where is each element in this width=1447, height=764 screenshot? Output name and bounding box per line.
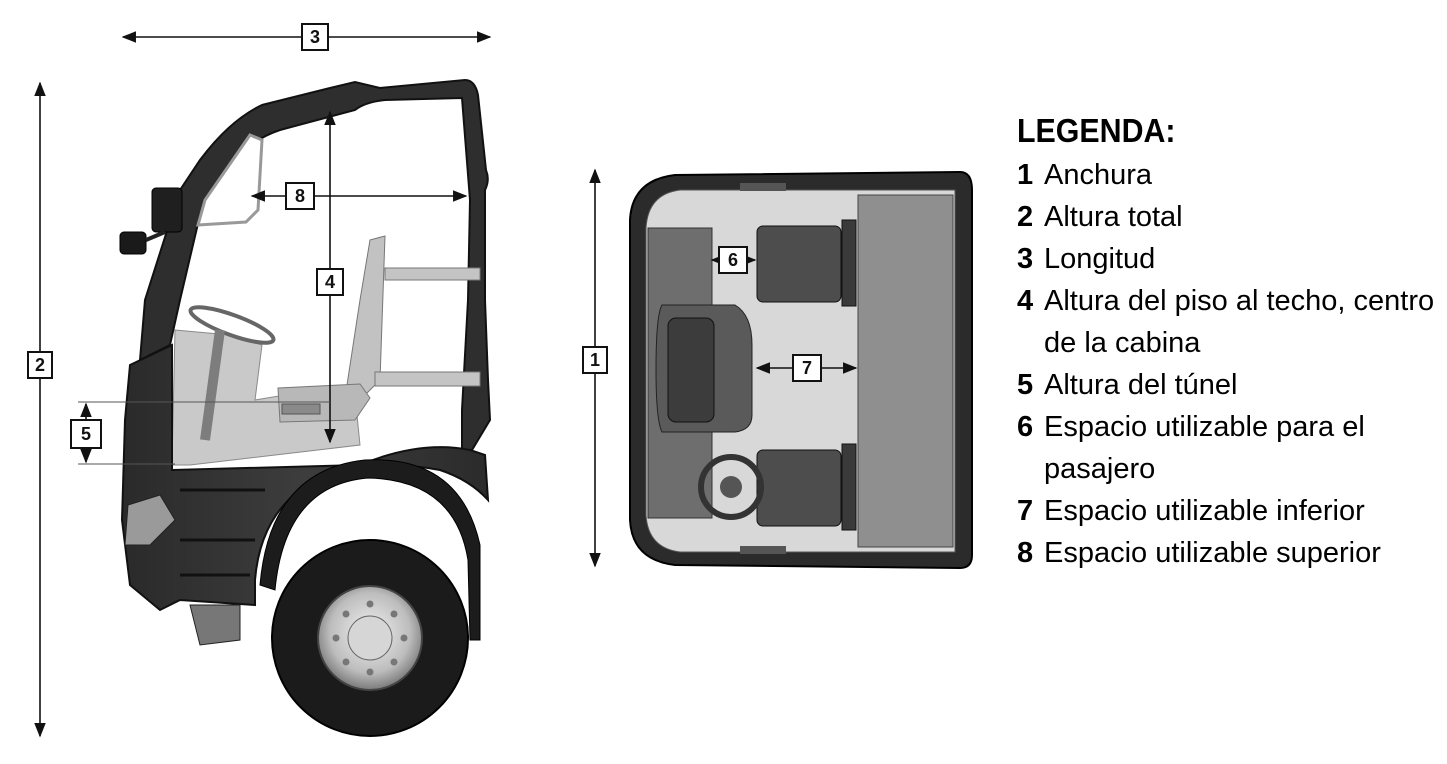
- marker-5-label: 5: [81, 424, 91, 444]
- marker-3-label: 3: [310, 27, 320, 47]
- marker-1: 1: [582, 346, 608, 374]
- legend-item: 7 Espacio utilizable inferior: [1017, 490, 1437, 532]
- side-mirror: [119, 231, 147, 255]
- legend-item-text: Altura total: [1044, 201, 1183, 233]
- legend-item-number: 1: [1017, 159, 1034, 191]
- legend-item: 6 Espacio utilizable para el pasajero: [1017, 406, 1437, 490]
- legend-title: LEGENDA:: [1017, 112, 1176, 149]
- marker-7: 7: [792, 354, 822, 382]
- headlight: [124, 494, 176, 546]
- passenger-seat: [756, 225, 842, 303]
- legend-item-text: Espacio utilizable inferior: [1044, 495, 1365, 527]
- windshield-pillar: [195, 133, 264, 227]
- wheel-arch: [259, 459, 481, 641]
- marker-8-label: 8: [295, 186, 305, 206]
- marker-8: 8: [285, 182, 315, 210]
- legend-item-text: Altura del piso al techo, centro de la c…: [1044, 285, 1435, 359]
- legend-item-number: 6: [1017, 411, 1034, 443]
- legend-item: 4 Altura del piso al techo, centro de la …: [1017, 280, 1437, 364]
- lower-bunk-rail: [374, 371, 481, 387]
- marker-2-label: 2: [35, 355, 45, 375]
- legend-item-number: 7: [1017, 495, 1034, 527]
- legend-item: 2 Altura total: [1017, 196, 1437, 238]
- legend-item-text: Anchura: [1044, 159, 1153, 191]
- steering-wheel: [188, 305, 276, 345]
- seat-cushion: [277, 383, 371, 423]
- bunk-top: [857, 194, 954, 548]
- upper-bunk-rail: [384, 267, 481, 281]
- legend-item-text: Altura del túnel: [1044, 369, 1238, 401]
- side-view: [34, 31, 492, 738]
- marker-2: 2: [27, 351, 53, 379]
- marker-6-label: 6: [728, 250, 738, 270]
- driver-seat: [756, 449, 842, 527]
- marker-4: 4: [316, 268, 344, 296]
- mirror-arm: [151, 187, 183, 233]
- marker-4-label: 4: [325, 272, 335, 292]
- marker-1-label: 1: [590, 350, 600, 370]
- cab-frame: [138, 78, 492, 451]
- marker-3: 3: [301, 23, 329, 51]
- marker-6: 6: [718, 246, 748, 274]
- legend-item-text: Espacio utilizable superior: [1044, 537, 1381, 569]
- top-view: [589, 168, 973, 570]
- legend-item: 5 Altura del túnel: [1017, 364, 1437, 406]
- legend-item-text: Longitud: [1044, 243, 1156, 275]
- legend-item: 8 Espacio utilizable superior: [1017, 532, 1437, 574]
- legend-item-number: 2: [1017, 201, 1034, 233]
- steering-wheel-top: [698, 454, 764, 520]
- legend-item-number: 8: [1017, 537, 1034, 569]
- legend: LEGENDA: 1 Anchura 2 Altura total 3 Longitu…: [1017, 112, 1437, 574]
- legend-item: 3 Longitud: [1017, 238, 1437, 280]
- marker-7-label: 7: [802, 358, 812, 378]
- legend-item-number: 3: [1017, 243, 1034, 275]
- legend-item-number: 5: [1017, 369, 1034, 401]
- legend-item: 1 Anchura: [1017, 154, 1437, 196]
- marker-5: 5: [70, 419, 102, 449]
- entry-step: [189, 604, 241, 646]
- legend-item-number: 4: [1017, 285, 1034, 317]
- legend-item-text: Espacio utilizable para el pasajero: [1044, 411, 1365, 485]
